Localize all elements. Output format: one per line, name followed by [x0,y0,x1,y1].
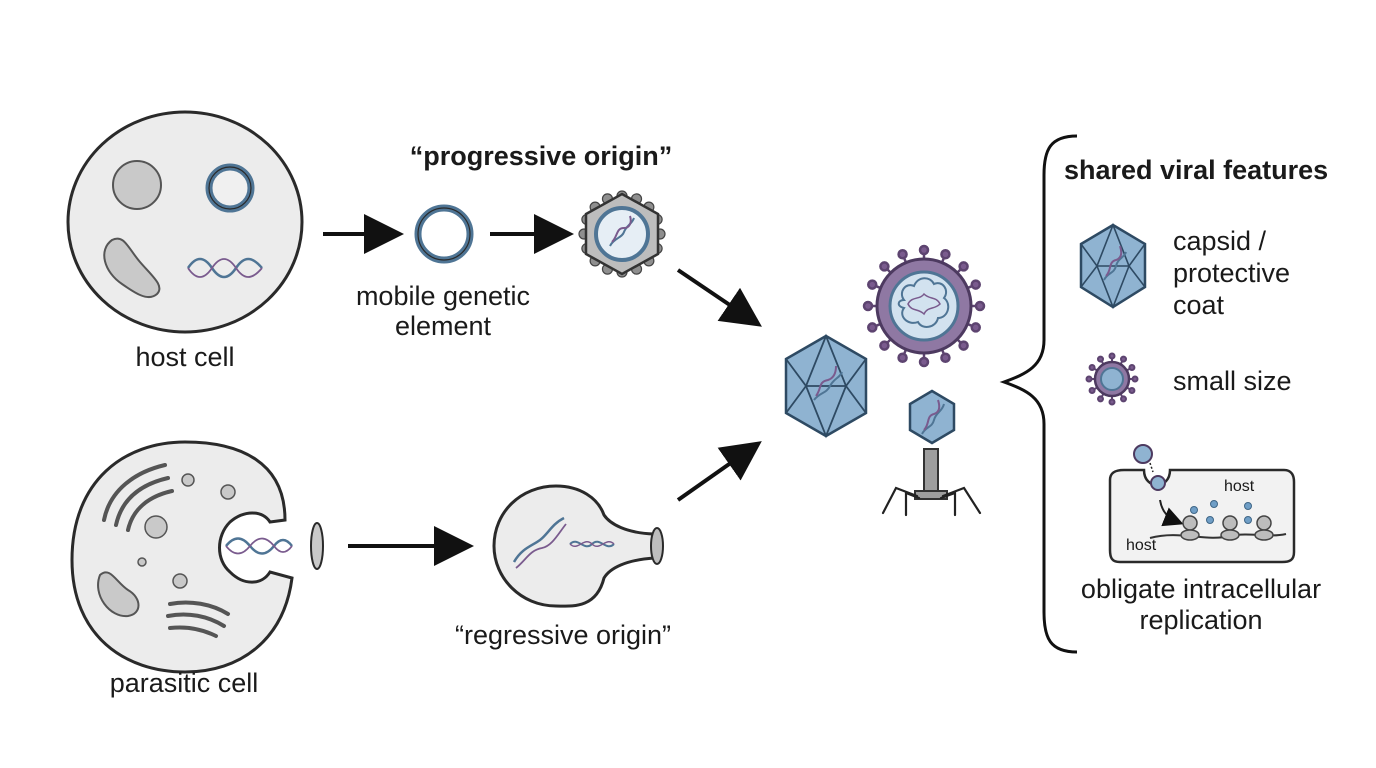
small-virus-icon [1085,352,1139,406]
nucleus-icon [144,515,168,539]
replication-panel [1108,444,1296,564]
icosahedral-virus-icon [784,333,868,439]
mitochondrion-icon [97,571,140,618]
mobile-element-label-line1: mobile genetic [355,281,531,311]
replication-arrow [1159,499,1184,527]
bacteriophage-icon [881,389,982,517]
progeny-virus-icons [1190,500,1252,524]
dna-icon [512,516,567,569]
reduced-cell-icon [492,484,664,608]
enveloped-virus-icon [862,244,986,368]
dna-icon [225,537,293,555]
host-cell [66,110,304,334]
golgi-bottom-icon [166,600,230,638]
vesicle-icon [181,473,195,487]
nucleus-icon [112,160,162,210]
host-label-bottom: host [1126,537,1157,554]
mobile-element-label-line2: element [394,311,492,341]
membrane-fragment-icon [310,522,324,570]
capsid-label-line3: coat [1173,290,1225,320]
capsid-icon [1079,222,1147,310]
parasitic-cell-label: parasitic cell [109,668,259,698]
features-brace [999,134,1078,654]
replication-label-line2: replication [1139,605,1263,635]
regressive-origin-label: “regressive origin” [454,620,672,650]
progressive-origin-label: “progressive origin” [409,141,673,171]
host-label-top: host [1224,478,1255,495]
host-cell-label: host cell [135,342,235,372]
dna-icon [186,257,263,279]
arrow-regressive-to-viruses [676,441,762,502]
replication-label-line1: obligate intracellular [1080,574,1322,604]
arrow-progressive-to-viruses [676,268,762,327]
mobile-genetic-element-icon [414,204,474,264]
mitochondrion-icon [103,237,161,299]
golgi-top-icon [102,463,174,532]
small-size-label: small size [1173,366,1292,396]
parasitic-cell [70,440,324,674]
capsid-label-line2: protective [1173,258,1291,288]
capsid-label-line1: capsid / [1173,226,1267,256]
early-capsid-icon [578,190,666,278]
entering-virus-icon [1133,444,1166,491]
dna-fragment-icon [569,540,615,548]
ribosome-icons [1180,515,1274,541]
vesicle-icon [137,557,147,567]
features-title: shared viral features [1064,155,1329,185]
vesicle-icon [220,484,236,500]
vesicle-icon [172,573,188,589]
